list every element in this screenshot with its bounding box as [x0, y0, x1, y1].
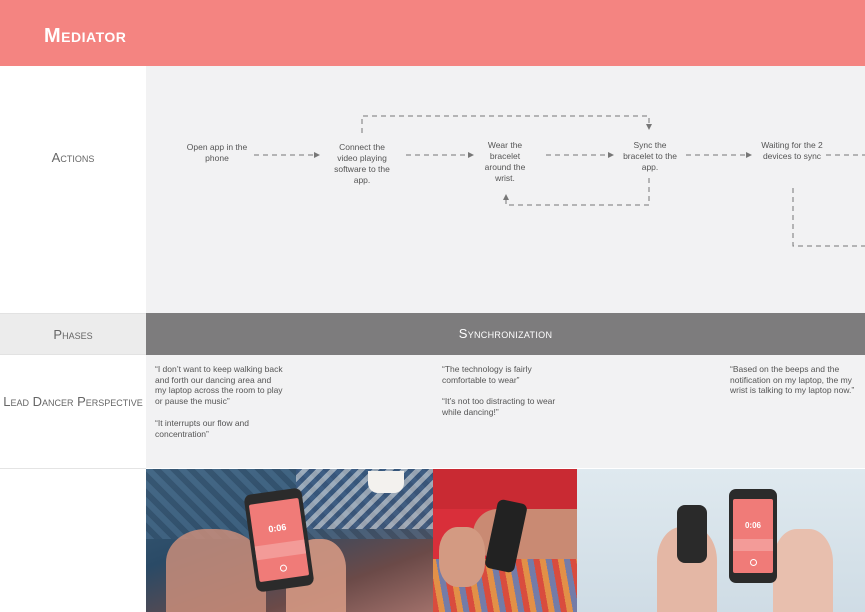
phases-row-header: Phases [0, 313, 146, 355]
actions-panel: Open app in the phone Connect the video … [146, 66, 865, 313]
flow-loop-bottom [505, 178, 650, 206]
phase-label: Synchronization [458, 326, 553, 341]
action-step: Sync the bracelet to the app. [623, 140, 677, 172]
flow-connectors [254, 115, 865, 247]
quote: “Based on the beeps and the notification… [730, 364, 855, 395]
photo-phone-in-hands: 0:06 [146, 469, 433, 612]
quote: “It’s not too distracting to wear while … [442, 396, 556, 417]
row-divider [0, 468, 146, 469]
quote: “It interrupts our flow and concentratio… [155, 418, 250, 439]
phone-timer: 0:06 [267, 521, 287, 535]
action-step: Waiting for the 2 devices to sync [761, 140, 823, 161]
phone-timer: 0:06 [744, 521, 761, 530]
flow-loop-top [361, 115, 650, 133]
bracelet-image [677, 505, 707, 563]
phases-row-label: Phases [53, 327, 93, 342]
flow-loop-right [792, 188, 865, 247]
action-step: Open app in the phone [186, 142, 248, 163]
quote: “The technology is fairly comfortable to… [442, 364, 532, 385]
header-bar: Mediator [0, 0, 865, 66]
actions-row-label: Actions [51, 150, 95, 165]
action-step: Wear the bracelet around the wrist. [484, 140, 526, 183]
phase-bar: Synchronization [146, 313, 865, 355]
photo-wearing-bracelet [433, 469, 577, 612]
action-step: Connect the video playing software to th… [334, 142, 390, 185]
perspective-panel: “I don’t want to keep walking back and f… [146, 355, 865, 468]
quote: “I don’t want to keep walking back and f… [155, 364, 283, 406]
phone-image: 0:06 [729, 489, 777, 583]
photo-bracelet-and-phone: 0:06 [577, 469, 865, 612]
page-title: Mediator [44, 25, 127, 47]
perspective-row-label: Lead Dancer Perspective [3, 394, 143, 409]
